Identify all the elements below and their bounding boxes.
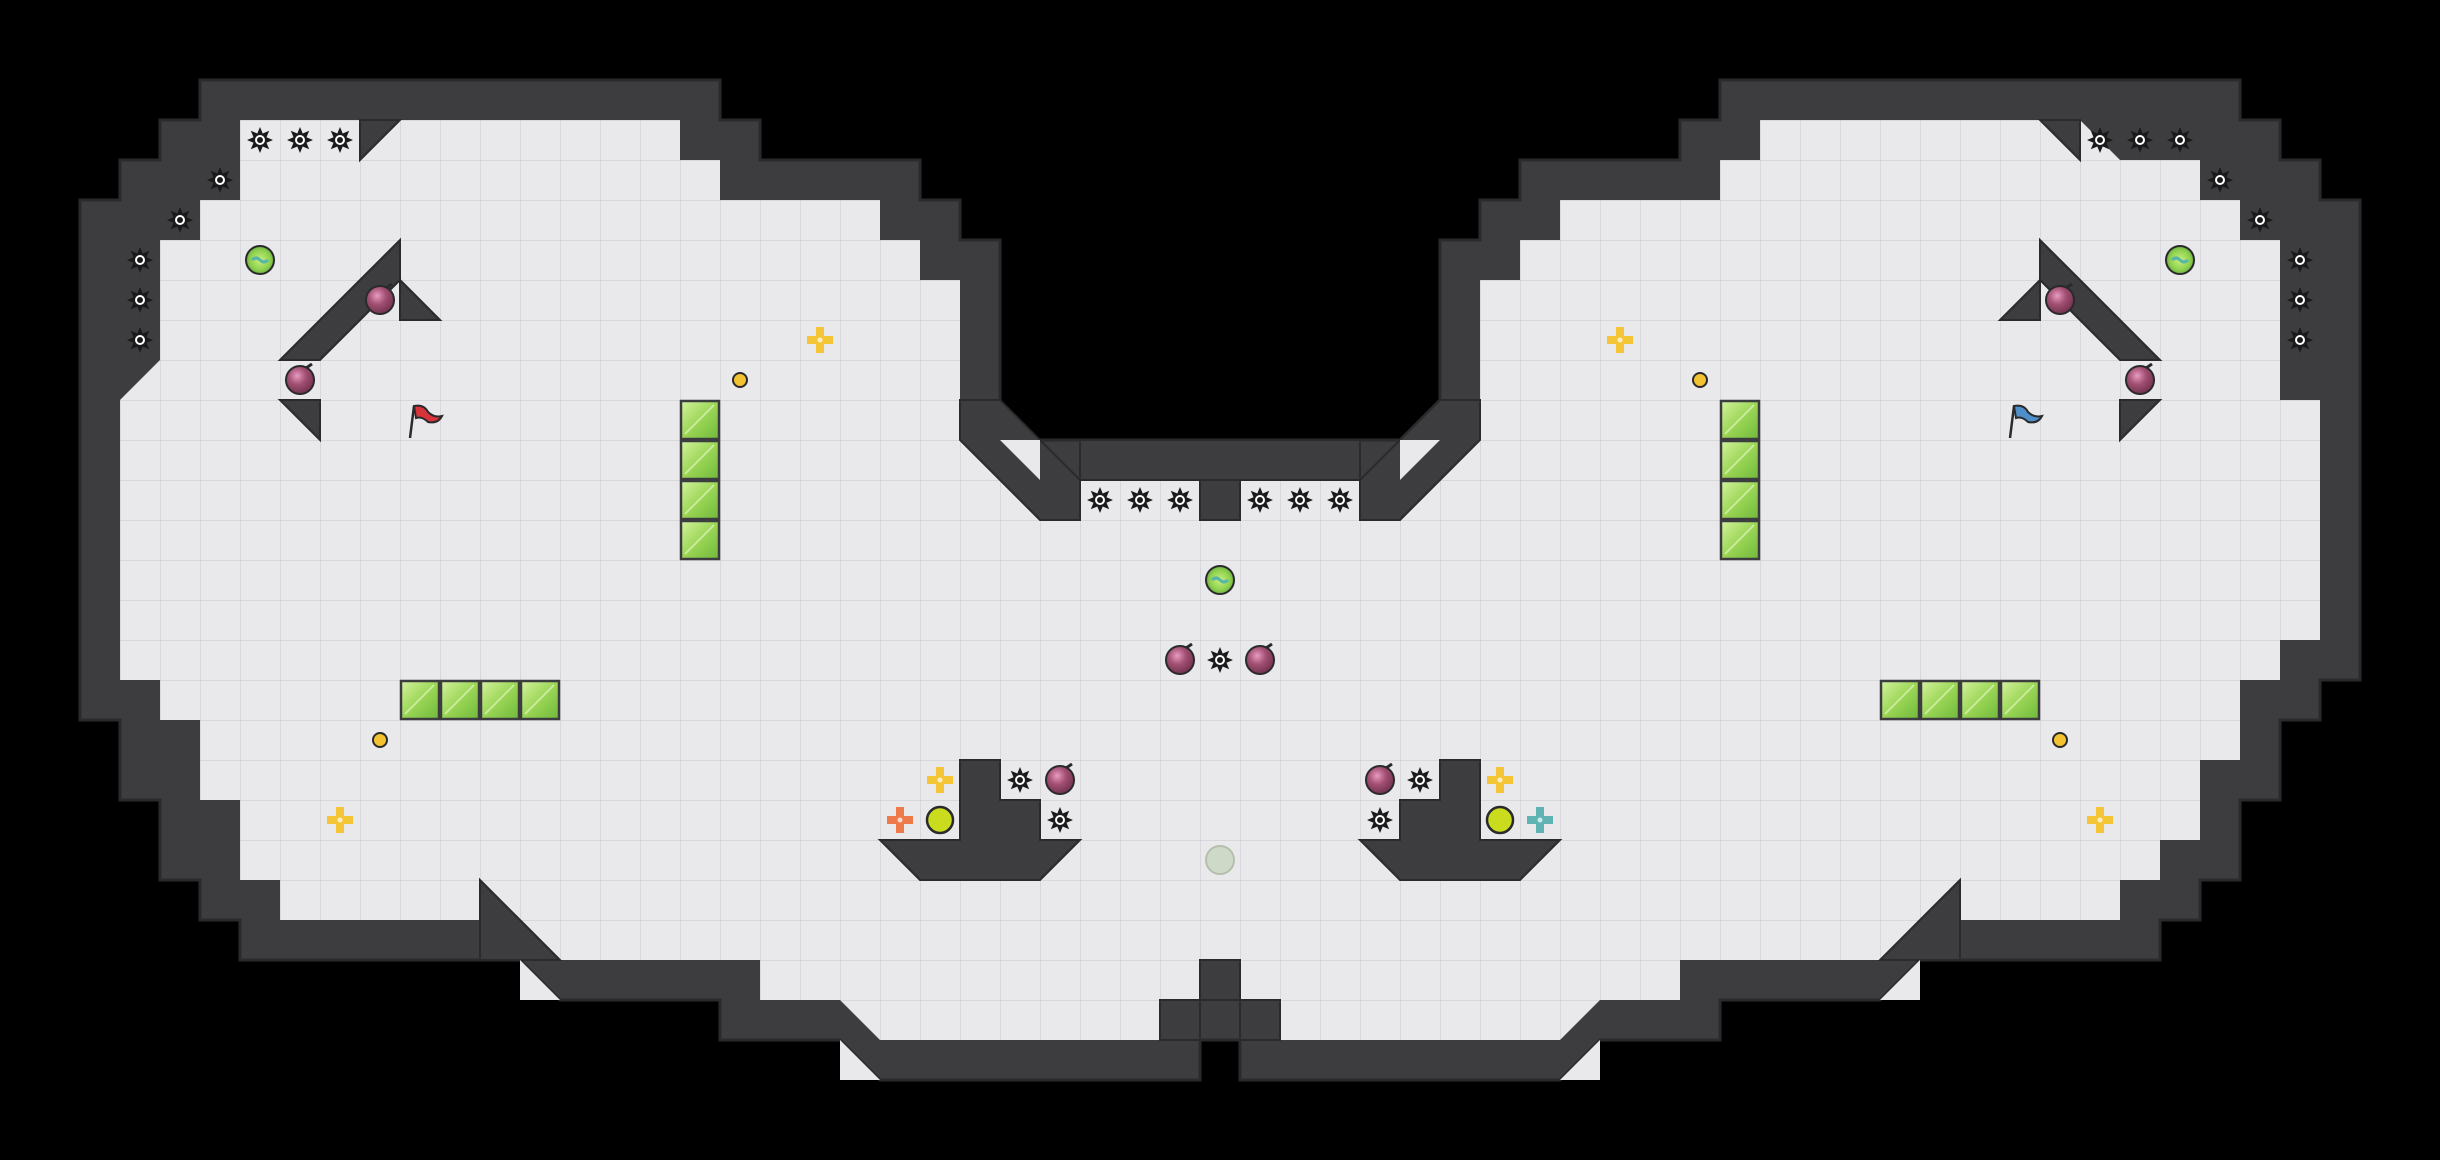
spike-ball-icon — [2287, 327, 2313, 353]
spike-ball-icon — [167, 207, 193, 233]
crate-icon — [1959, 679, 2001, 721]
spawn-point-icon — [1205, 845, 1235, 875]
crate-icon — [479, 679, 521, 721]
flag-icon — [2008, 404, 2044, 439]
bomb-icon — [1165, 642, 1195, 675]
orb-icon — [245, 245, 275, 275]
crate-icon — [679, 439, 721, 481]
crate-icon — [679, 519, 721, 561]
flag-icon — [408, 404, 444, 439]
spike-ball-icon — [1167, 487, 1193, 513]
crate-icon — [1879, 679, 1921, 721]
spike-ball-icon — [2127, 127, 2153, 153]
plus-powerup-icon — [807, 327, 833, 353]
spike-ball-icon — [1127, 487, 1153, 513]
plus-powerup-icon — [887, 807, 913, 833]
spike-ball-icon — [2287, 247, 2313, 273]
spike-ball-icon — [1047, 807, 1073, 833]
plus-powerup-icon — [1607, 327, 1633, 353]
crate-icon — [1919, 679, 1961, 721]
bomb-icon — [1245, 642, 1275, 675]
spike-ball-icon — [2207, 167, 2233, 193]
plus-powerup-icon — [2087, 807, 2113, 833]
plus-powerup-icon — [1527, 807, 1553, 833]
crate-icon — [439, 679, 481, 721]
crate-icon — [679, 399, 721, 441]
spike-ball-icon — [2247, 207, 2273, 233]
crate-icon — [679, 479, 721, 521]
bomb-icon — [285, 362, 315, 395]
coin-icon — [732, 372, 748, 388]
bomb-icon — [1045, 762, 1075, 795]
crate-icon — [399, 679, 441, 721]
spike-ball-icon — [127, 247, 153, 273]
spike-ball-icon — [1367, 807, 1393, 833]
spike-ball-icon — [1327, 487, 1353, 513]
crate-icon — [1719, 479, 1761, 521]
spike-ball-icon — [207, 167, 233, 193]
spike-ball-icon — [1287, 487, 1313, 513]
spike-ball-icon — [127, 287, 153, 313]
bomb-icon — [365, 282, 395, 315]
floor-corners — [520, 440, 1920, 1080]
spike-ball-icon — [287, 127, 313, 153]
crate-icon — [1719, 519, 1761, 561]
coin-icon — [1692, 372, 1708, 388]
spike-ball-icon — [1207, 647, 1233, 673]
spike-ball-icon — [247, 127, 273, 153]
plus-powerup-icon — [1487, 767, 1513, 793]
bomb-icon — [2045, 282, 2075, 315]
coin-icon — [2052, 732, 2068, 748]
orb-icon — [1205, 565, 1235, 595]
spike-ball-icon — [2287, 287, 2313, 313]
crate-icon — [1719, 439, 1761, 481]
spike-ball-icon — [1087, 487, 1113, 513]
switch-button-icon — [1485, 805, 1515, 835]
plus-powerup-icon — [927, 767, 953, 793]
bomb-icon — [1365, 762, 1395, 795]
spike-ball-icon — [327, 127, 353, 153]
spike-ball-icon — [127, 327, 153, 353]
crate-icon — [1999, 679, 2041, 721]
spike-ball-icon — [1007, 767, 1033, 793]
spike-ball-icon — [2087, 127, 2113, 153]
spike-ball-icon — [1407, 767, 1433, 793]
crate-icon — [1719, 399, 1761, 441]
plus-powerup-icon — [327, 807, 353, 833]
coin-icon — [372, 732, 388, 748]
spike-ball-icon — [2167, 127, 2193, 153]
spike-ball-icon — [1247, 487, 1273, 513]
bomb-icon — [2125, 362, 2155, 395]
crate-icon — [519, 679, 561, 721]
orb-icon — [2165, 245, 2195, 275]
switch-button-icon — [925, 805, 955, 835]
